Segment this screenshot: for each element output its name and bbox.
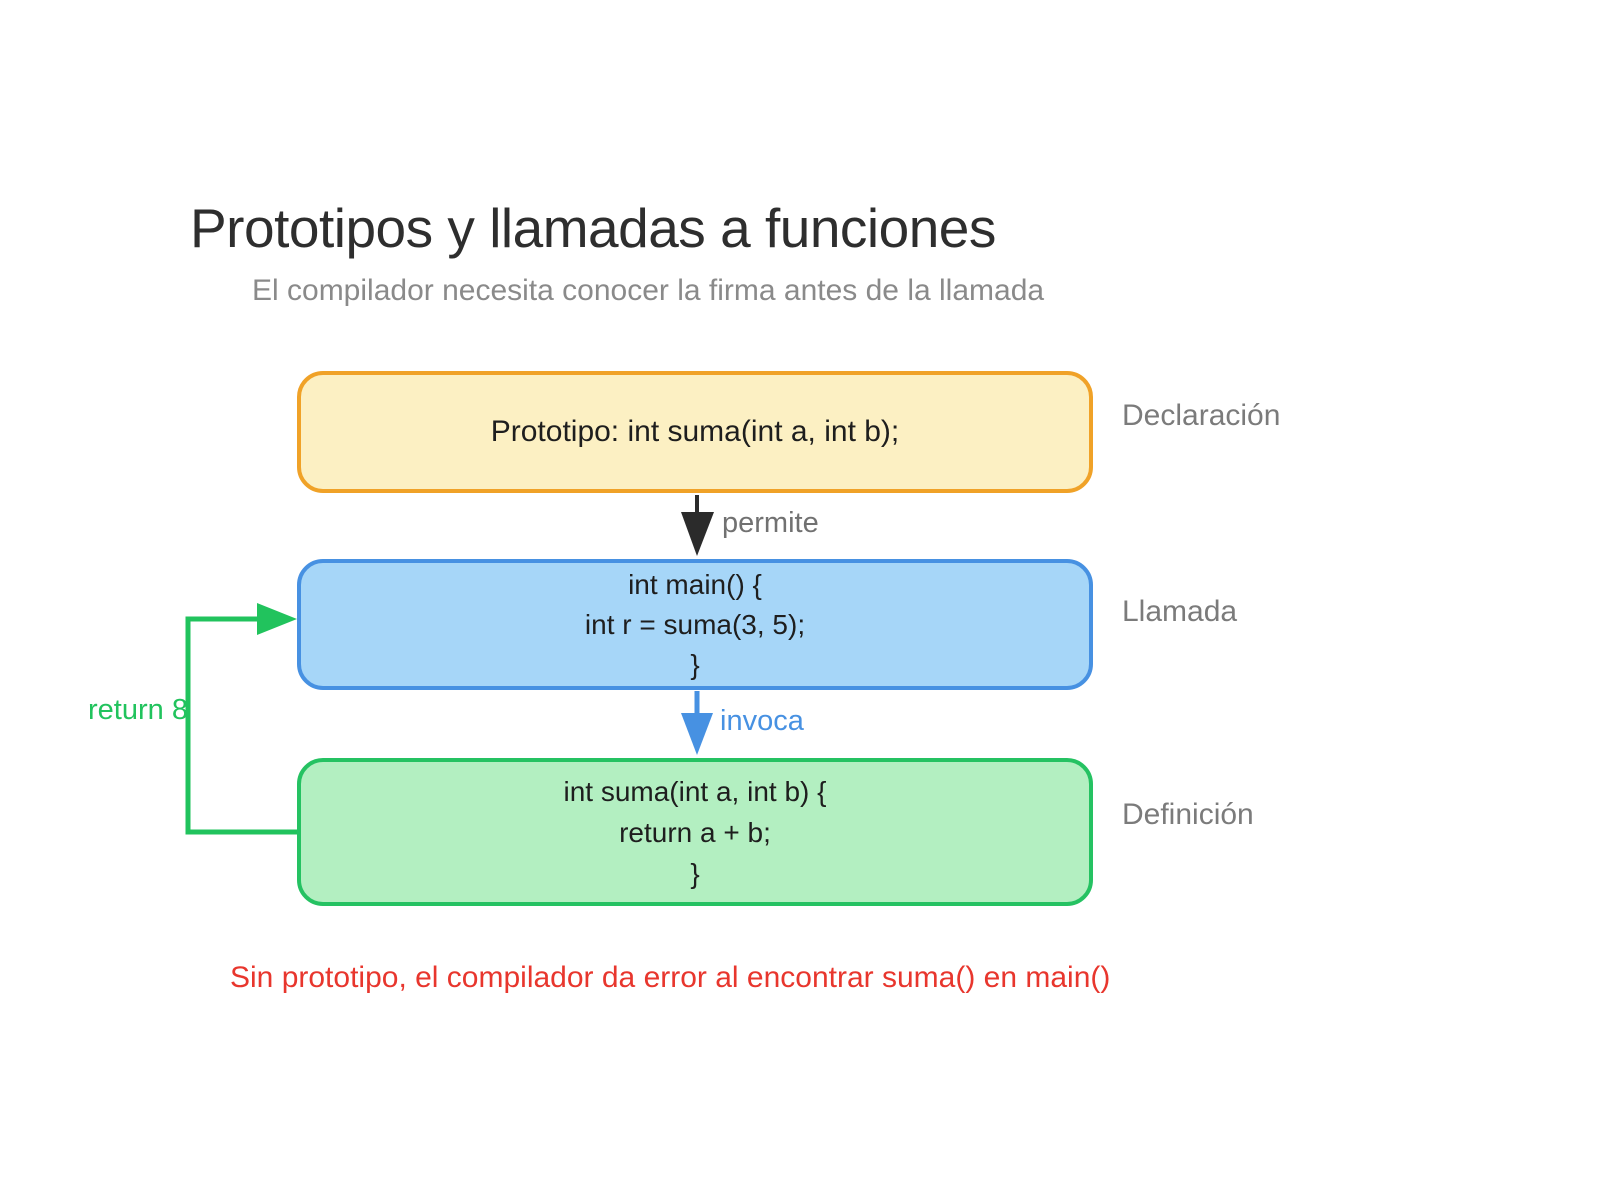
node-call-line: int r = suma(3, 5); (584, 608, 806, 640)
page-title: Prototipos y llamadas a funciones (190, 197, 996, 259)
footnote-warning: Sin prototipo, el compilador da error al… (230, 961, 1111, 994)
invoca-arrow-icon (681, 691, 713, 755)
node-call-line: } (690, 648, 700, 680)
edge-label-invoca: invoca (720, 705, 804, 737)
edge-label-permite: permite (722, 507, 819, 539)
side-label-llamada: Llamada (1122, 595, 1238, 628)
permite-arrow-icon (681, 495, 714, 556)
node-call: int main() { int r = suma(3, 5); } (297, 559, 1093, 690)
side-label-declaracion: Declaración (1122, 399, 1281, 432)
node-prototype: Prototipo: int suma(int a, int b); (297, 371, 1093, 493)
node-definition: int suma(int a, int b) { return a + b; } (297, 758, 1093, 906)
page-subtitle: El compilador necesita conocer la firma … (252, 274, 1045, 307)
edge-label-return: return 8 (88, 694, 188, 726)
node-call-line: int main() { (628, 568, 762, 600)
node-definition-line: } (690, 857, 700, 889)
node-prototype-label: Prototipo: int suma(int a, int b); (490, 415, 900, 448)
node-definition-line: int suma(int a, int b) { (563, 775, 827, 807)
return-arrow-icon (185, 603, 298, 835)
side-label-definicion: Definición (1122, 798, 1254, 831)
node-definition-line: return a + b; (619, 816, 771, 848)
